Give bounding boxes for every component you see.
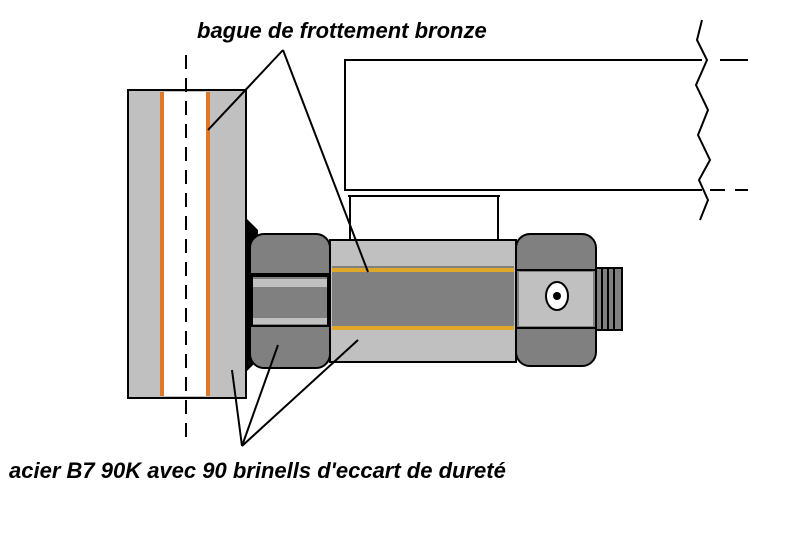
vertical-plate bbox=[127, 55, 247, 438]
leader-lines-bottom bbox=[231, 339, 359, 447]
left-nut bbox=[249, 233, 331, 369]
label-bronze-ring: bague de frottement bronze bbox=[197, 18, 487, 43]
leader-lines-top bbox=[207, 49, 369, 273]
right-nut bbox=[515, 233, 597, 367]
center-spacer bbox=[329, 239, 517, 363]
thread-end bbox=[595, 267, 623, 331]
beam bbox=[344, 19, 748, 221]
bracket bbox=[348, 195, 500, 240]
label-steel-hardness: acier B7 90K avec 90 brinells d'eccart d… bbox=[9, 458, 506, 483]
